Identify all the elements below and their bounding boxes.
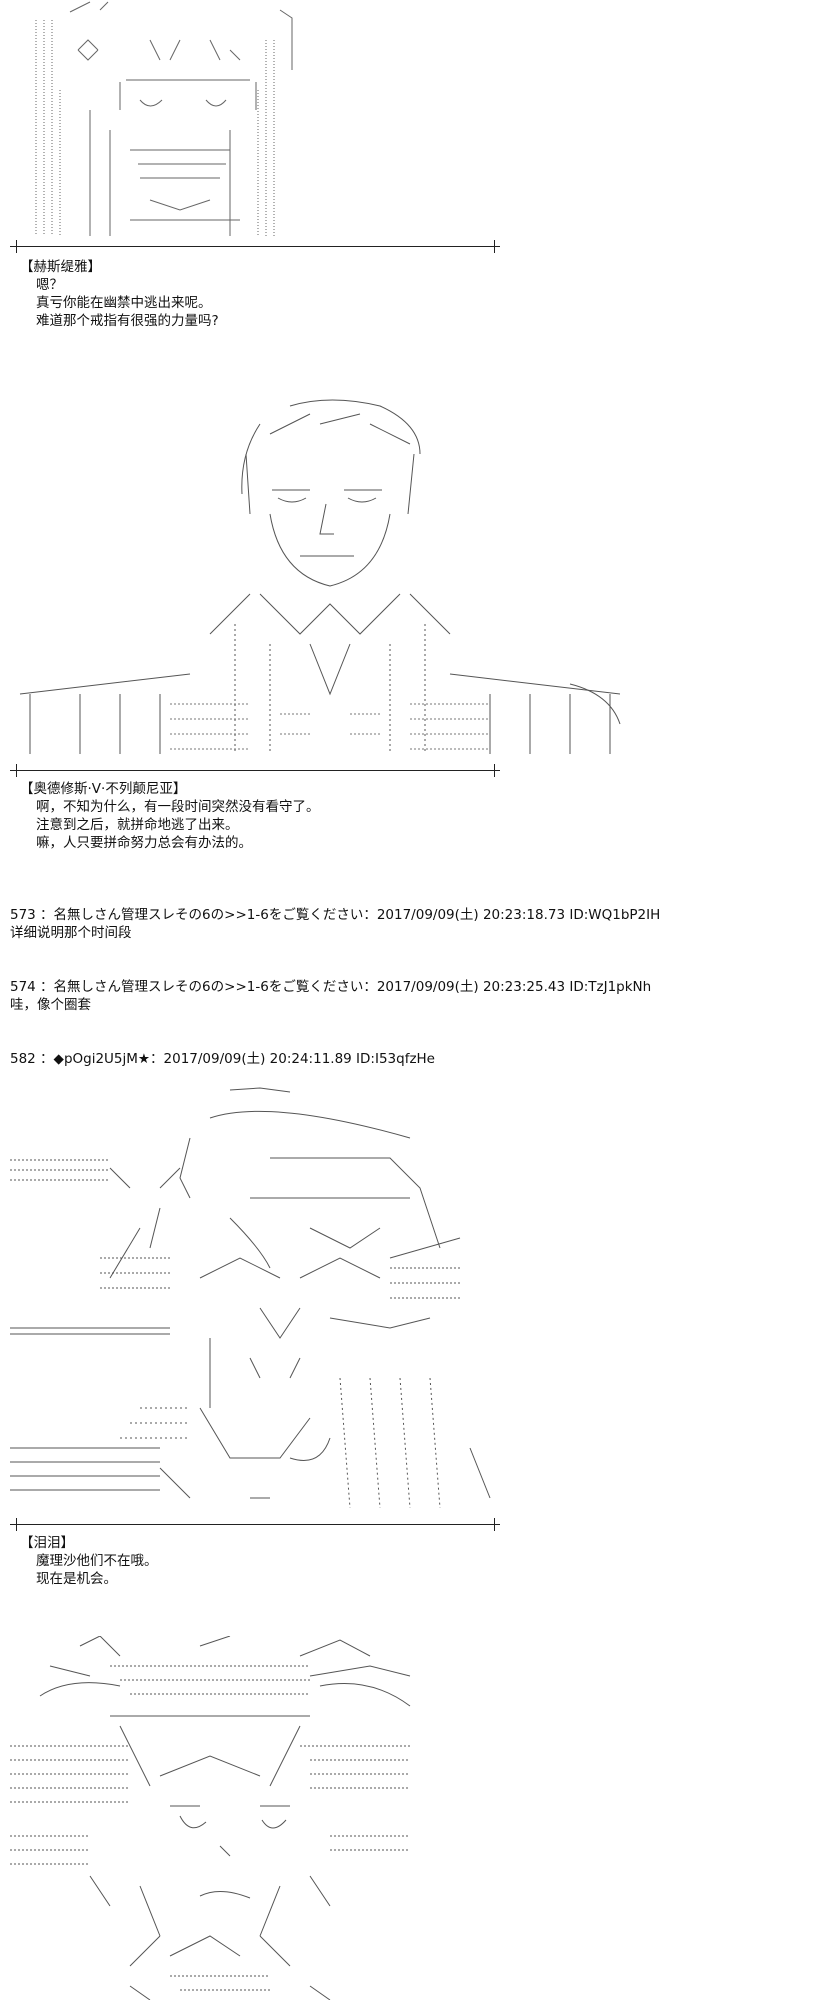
divider-3 [10,1518,500,1531]
dialog-line: 嗯？ [36,277,63,293]
divider-2 [10,764,500,777]
dialog-block-2: 【奥德修斯·V·不列颠尼亚】 啊，不知为什么，有一段时间突然没有看守了。 注意到… [20,780,320,852]
ascii-art-figure-2 [10,394,630,764]
post-header: 573 ：名無しさん管理スレその6の>>1-6をご覧ください：2017/09/0… [10,907,661,923]
post-body: 详细说明那个时间段 [10,925,132,941]
dialog-block-3: 【泪泪】 魔理沙他们不在哦。 现在是机会。 [20,1534,158,1588]
forum-post-573: 573 ：名無しさん管理スレその6の>>1-6をご覧ください：2017/09/0… [10,906,660,942]
dialog-line: 难道那个戒指有很强的力量吗? [36,313,219,329]
ascii-art-figure-3 [10,1078,510,1518]
ascii-art-figure-4 [10,1636,430,2000]
dialog-line: 注意到之后，就拼命地逃了出来。 [36,817,239,833]
speaker-name: 【赫斯缇雅】 [20,259,101,275]
dialog-line: 魔理沙他们不在哦。 [36,1553,158,1569]
ascii-art-figure-1 [30,0,320,242]
speaker-name: 【泪泪】 [20,1535,74,1551]
forum-post-574: 574 ：名無しさん管理スレその6の>>1-6をご覧ください：2017/09/0… [10,978,651,1014]
dialog-line: 真亏你能在幽禁中逃出来呢。 [36,295,212,311]
post-body: 哇，像个圈套 [10,997,91,1013]
dialog-line: 现在是机会。 [36,1571,117,1587]
dialog-line: 嘛，人只要拼命努力总会有办法的。 [36,835,252,851]
speaker-name: 【奥德修斯·V·不列颠尼亚】 [20,781,187,797]
forum-post-582: 582 ：◆pOgi2U5jM★：2017/09/09(土) 20:24:11.… [10,1050,435,1068]
post-header: 574 ：名無しさん管理スレその6の>>1-6をご覧ください：2017/09/0… [10,979,652,995]
dialog-line: 啊，不知为什么，有一段时间突然没有看守了。 [36,799,320,815]
post-header: 582 ：◆pOgi2U5jM★：2017/09/09(土) 20:24:11.… [10,1051,435,1067]
dialog-block-1: 【赫斯缇雅】 嗯？ 真亏你能在幽禁中逃出来呢。 难道那个戒指有很强的力量吗? [20,258,219,330]
divider-1 [10,240,500,253]
